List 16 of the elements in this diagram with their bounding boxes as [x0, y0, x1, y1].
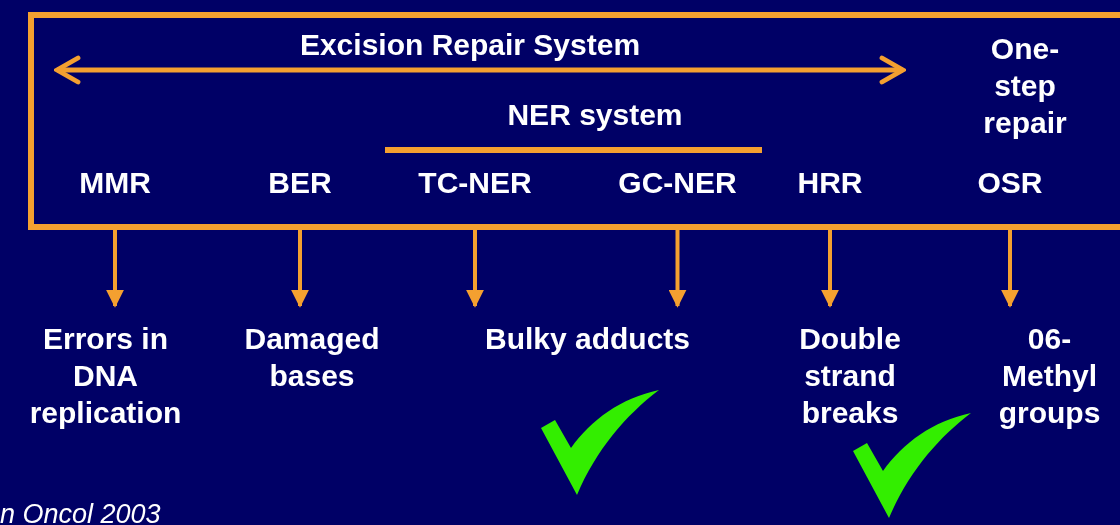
heading-label: NER system — [506, 97, 684, 133]
node-label: Bulky adducts — [484, 321, 691, 357]
citation-text: n Oncol 2003 — [0, 498, 162, 525]
node-label: OSR — [977, 165, 1043, 201]
node-label: BER — [268, 165, 332, 201]
node-label: Errors in DNA replication — [28, 321, 183, 431]
node-label: Double strand breaks — [798, 321, 902, 431]
heading-label: One-step repair — [982, 31, 1068, 141]
frame-box — [28, 12, 1120, 230]
heading-label: Excision Repair System — [298, 27, 642, 63]
node-label: MMR — [79, 165, 151, 201]
node-label: HRR — [797, 165, 863, 201]
node-label: GC-NER — [618, 165, 737, 201]
node-label: Damaged bases — [243, 321, 381, 394]
node-label: 06-Methyl groups — [997, 321, 1102, 431]
node-label: TC-NER — [418, 165, 532, 201]
